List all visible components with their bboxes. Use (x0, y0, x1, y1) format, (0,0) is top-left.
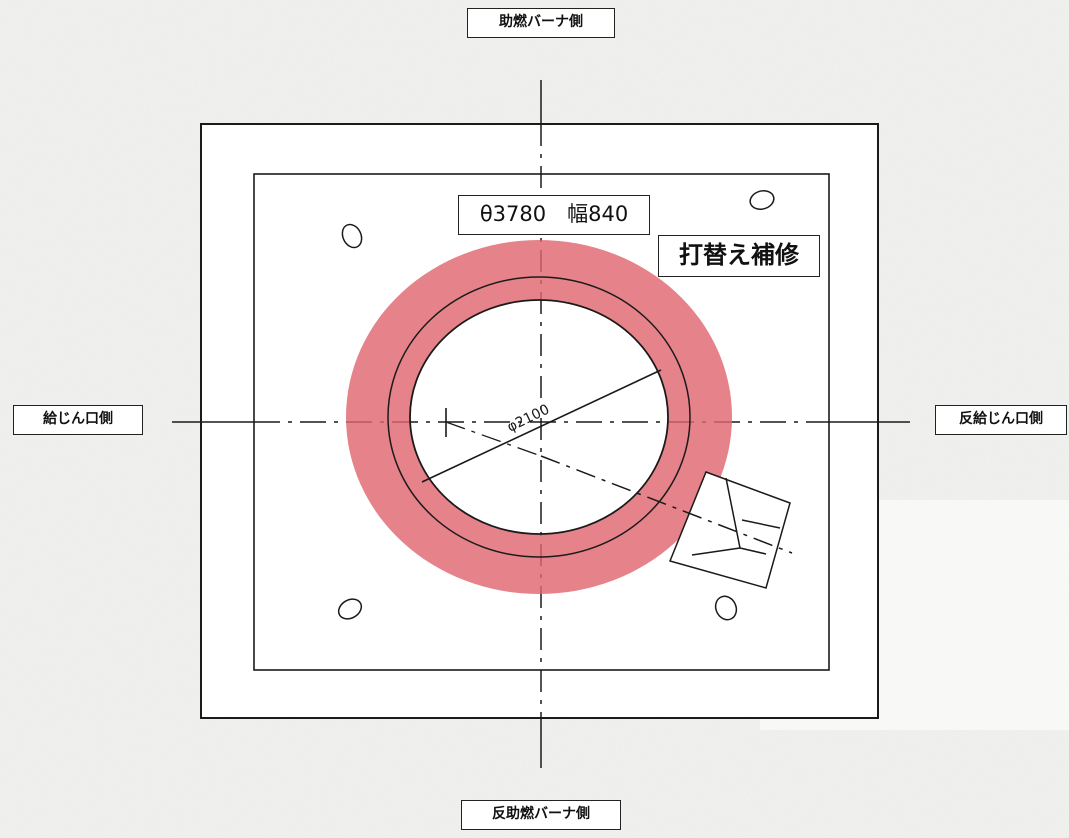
outer-circle-outline (387, 276, 691, 558)
burner-axis (540, 455, 793, 554)
label-left: 給じん口側 (13, 405, 143, 435)
diameter-line (421, 369, 662, 483)
repair-ring (346, 240, 732, 594)
corner-hole-bottom-right (714, 595, 738, 621)
label-right: 反給じん口側 (935, 405, 1067, 435)
inner-circle-outline (409, 299, 669, 535)
corner-hole-top-left (341, 223, 363, 249)
label-top: 助燃バーナ側 (467, 8, 615, 38)
corner-hole-top-right (749, 190, 775, 210)
size-annotation: θ3780 幅840 (458, 195, 650, 235)
repair-annotation: 打替え補修 (658, 235, 820, 277)
center-diagonal (445, 421, 542, 457)
corner-hole-bottom-left (337, 598, 363, 620)
burner-throat (668, 471, 791, 589)
label-bottom: 反助燃バーナ側 (461, 800, 621, 830)
